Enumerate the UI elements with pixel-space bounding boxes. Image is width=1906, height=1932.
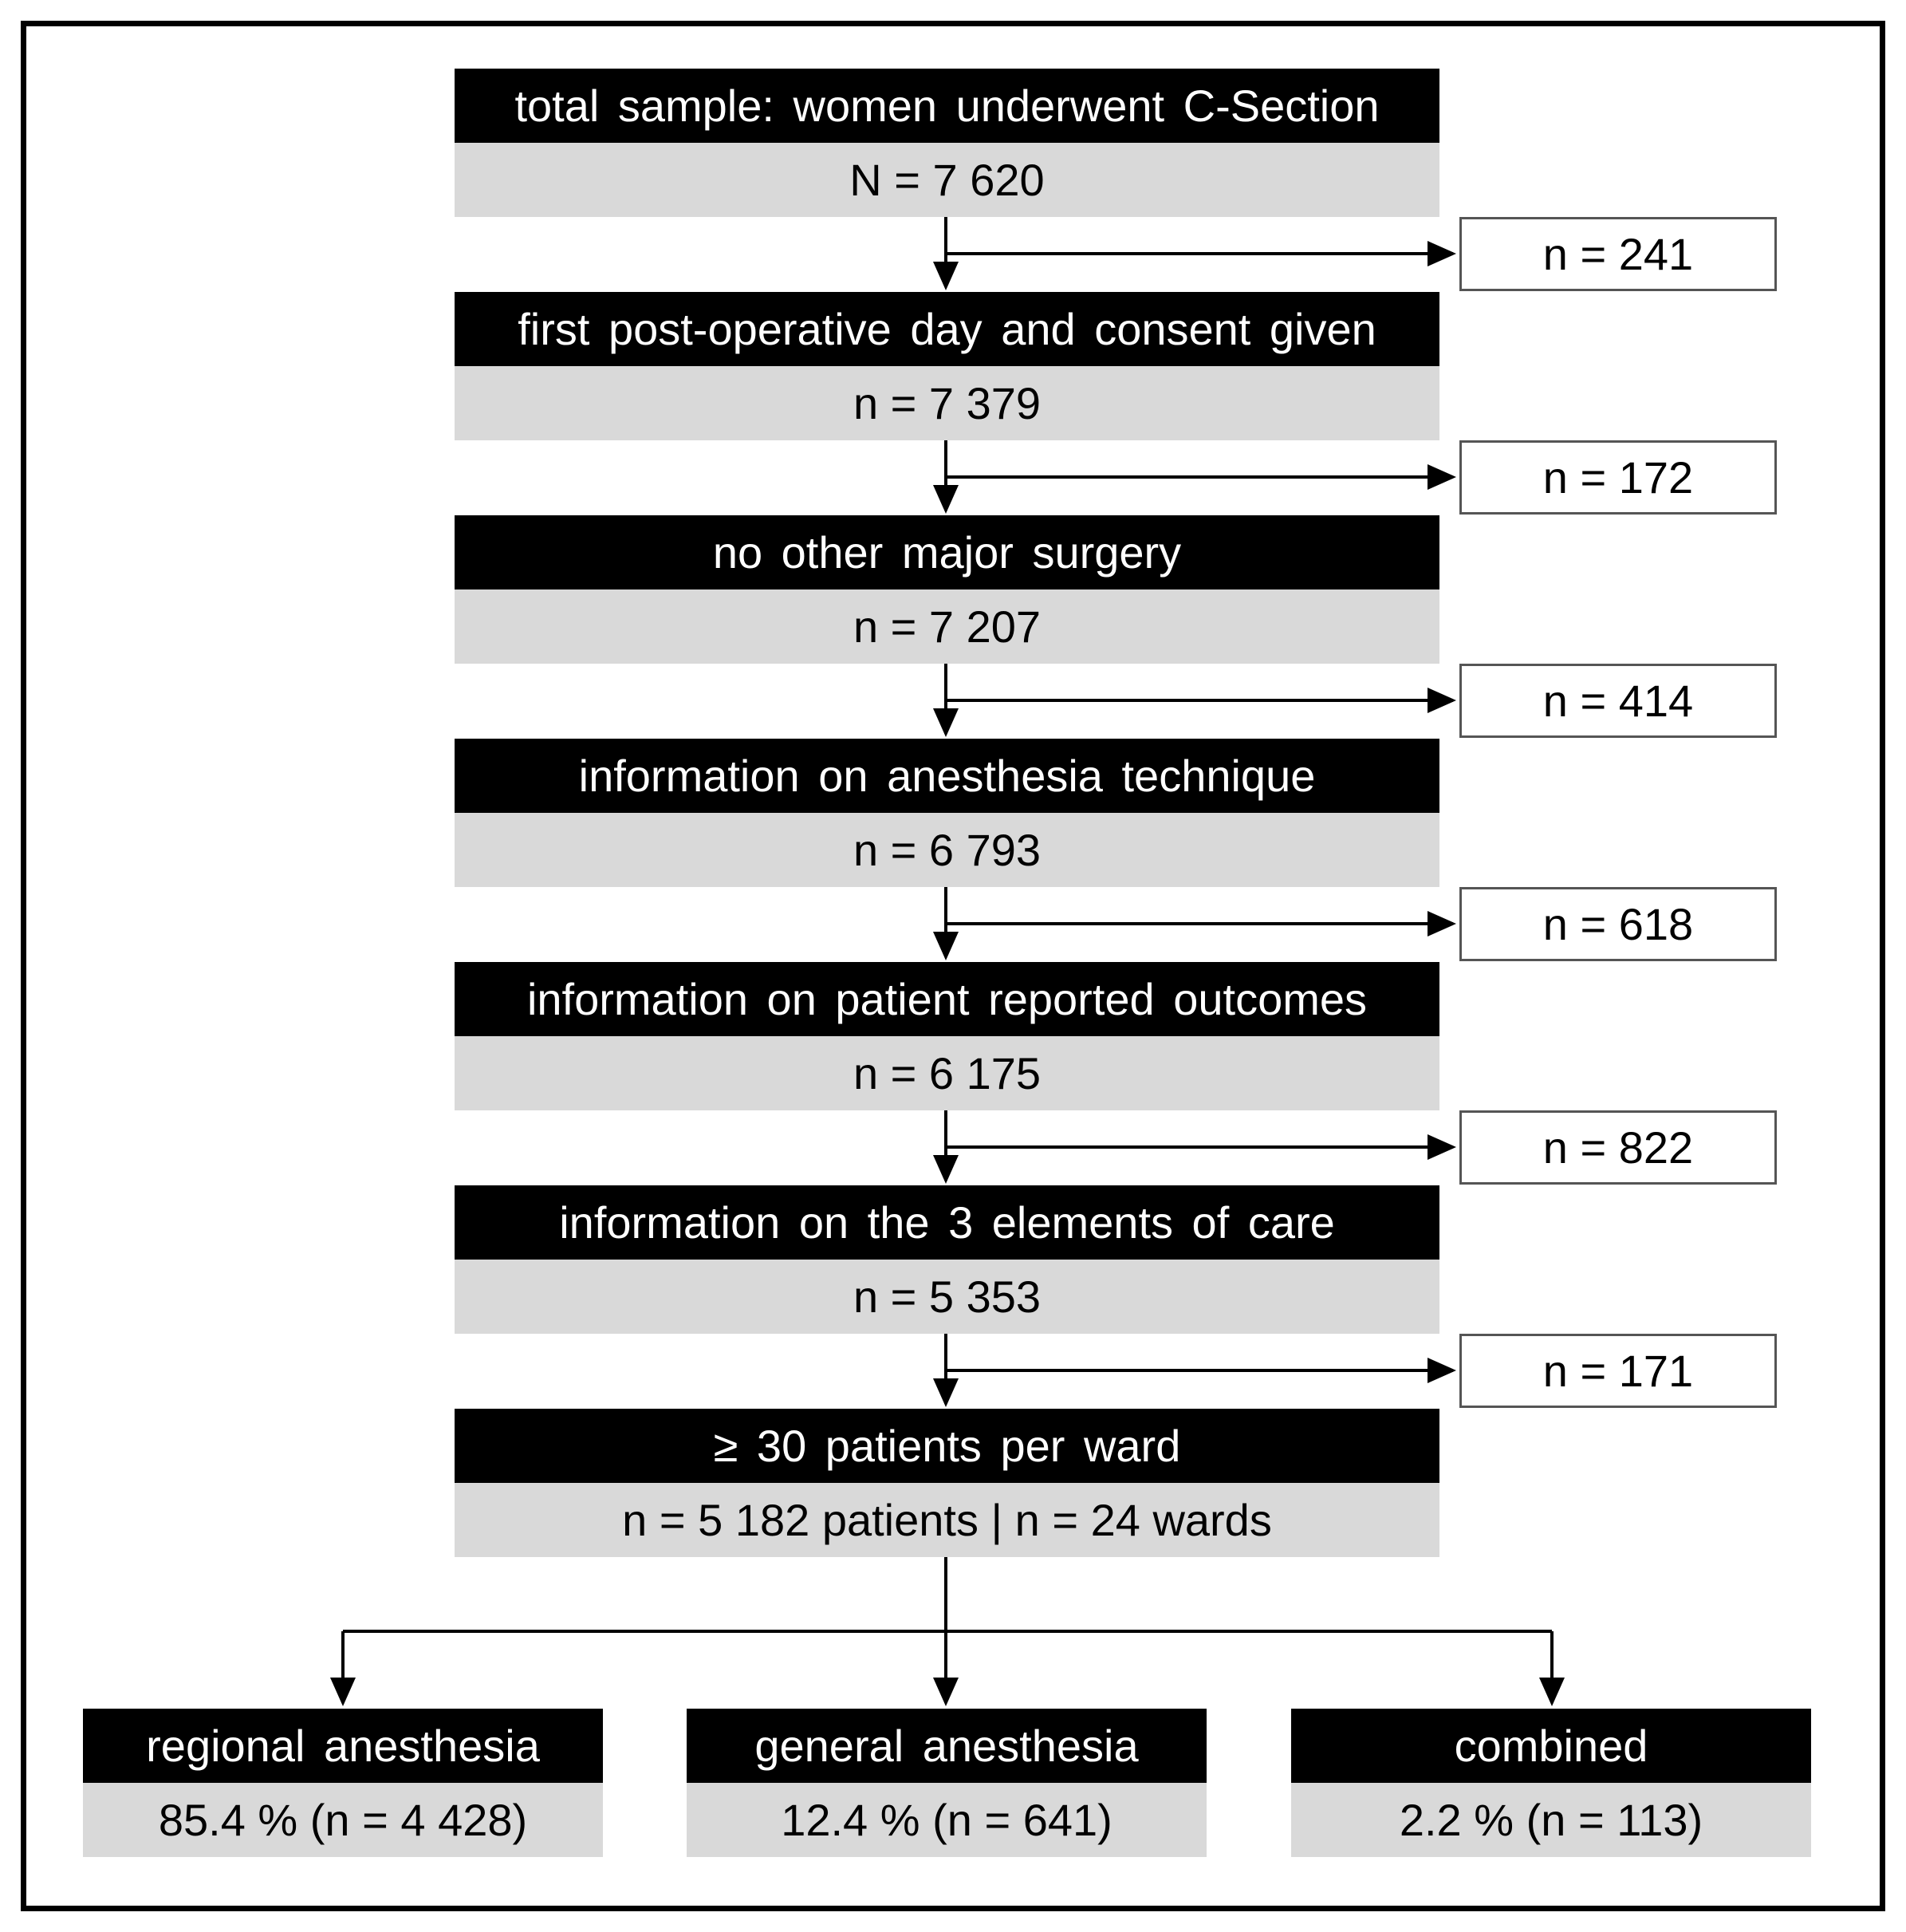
group-combined: combined 2.2 % (n = 113) <box>1291 1709 1811 1857</box>
exclusion-box-5: n = 822 <box>1459 1110 1777 1185</box>
group-label: combined <box>1291 1709 1811 1783</box>
step-label: first post-operative day and consent giv… <box>455 292 1439 366</box>
step-label: ≥ 30 patients per ward <box>455 1409 1439 1483</box>
step-label: information on patient reported outcomes <box>455 962 1439 1036</box>
group-value: 85.4 % (n = 4 428) <box>83 1783 603 1857</box>
group-value: 2.2 % (n = 113) <box>1291 1783 1811 1857</box>
step-count: n = 7 379 <box>455 366 1439 440</box>
step-label: no other major surgery <box>455 515 1439 589</box>
group-value: 12.4 % (n = 641) <box>687 1783 1207 1857</box>
step-consent: first post-operative day and consent giv… <box>455 292 1439 440</box>
exclusion-box-1: n = 241 <box>1459 217 1777 291</box>
step-count: n = 6 793 <box>455 813 1439 887</box>
step-anesthesia-info: information on anesthesia technique n = … <box>455 739 1439 887</box>
step-patient-outcomes: information on patient reported outcomes… <box>455 962 1439 1110</box>
group-regional-anesthesia: regional anesthesia 85.4 % (n = 4 428) <box>83 1709 603 1857</box>
exclusion-box-4: n = 618 <box>1459 887 1777 961</box>
figure-frame <box>21 21 1885 1911</box>
exclusion-box-6: n = 171 <box>1459 1334 1777 1408</box>
group-label: general anesthesia <box>687 1709 1207 1783</box>
step-count: n = 6 175 <box>455 1036 1439 1110</box>
group-label: regional anesthesia <box>83 1709 603 1783</box>
step-total-sample: total sample: women underwent C-Section … <box>455 69 1439 217</box>
step-count: N = 7 620 <box>455 143 1439 217</box>
step-count: n = 7 207 <box>455 589 1439 664</box>
step-count: n = 5 182 patients | n = 24 wards <box>455 1483 1439 1557</box>
step-patients-per-ward: ≥ 30 patients per ward n = 5 182 patient… <box>455 1409 1439 1557</box>
exclusion-box-2: n = 172 <box>1459 440 1777 515</box>
group-general-anesthesia: general anesthesia 12.4 % (n = 641) <box>687 1709 1207 1857</box>
exclusion-box-3: n = 414 <box>1459 664 1777 738</box>
step-label: information on anesthesia technique <box>455 739 1439 813</box>
step-no-other-surgery: no other major surgery n = 7 207 <box>455 515 1439 664</box>
step-label: total sample: women underwent C-Section <box>455 69 1439 143</box>
step-elements-of-care: information on the 3 elements of care n … <box>455 1185 1439 1334</box>
step-count: n = 5 353 <box>455 1260 1439 1334</box>
step-label: information on the 3 elements of care <box>455 1185 1439 1260</box>
